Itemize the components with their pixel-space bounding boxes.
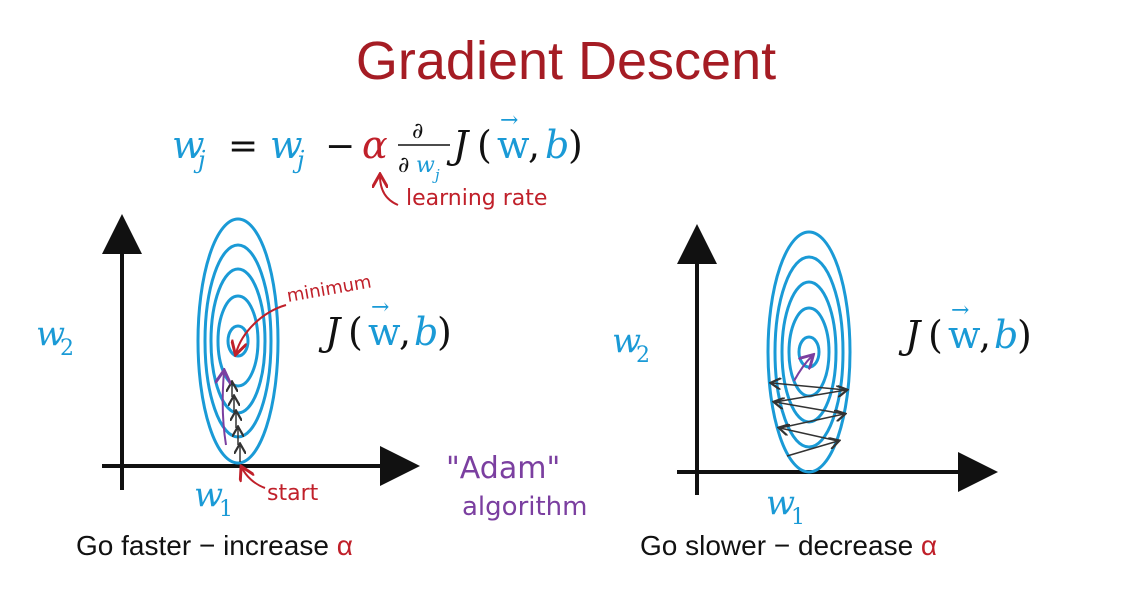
minimum-arrow — [236, 304, 287, 353]
formula-partial-den: ∂ — [398, 153, 409, 178]
start-arrow — [242, 468, 266, 489]
minimum-label: minimum — [285, 271, 373, 307]
svg-text:,: , — [979, 313, 991, 357]
formula-alpha: α — [362, 123, 388, 167]
left-y-label: w — [36, 314, 65, 354]
svg-text:): ) — [437, 310, 452, 354]
formula-den-w: w — [416, 153, 435, 178]
learning-rate-arrow — [380, 176, 399, 206]
learning-rate-label: learning rate — [406, 186, 547, 211]
svg-text:w: w — [948, 313, 981, 357]
right-x-label: w — [766, 483, 795, 523]
adam-label: "Adam" — [446, 451, 560, 486]
right-contours — [766, 230, 852, 474]
left-plot: minimum start w 2 w 1 J ( → w , b ) — [36, 214, 452, 522]
right-cost-label: J ( → w , b ) — [898, 298, 1032, 357]
formula-b: b — [545, 123, 569, 167]
right-y-label: w — [612, 321, 641, 361]
start-label: start — [267, 481, 319, 506]
right-caption-alpha: α — [920, 530, 938, 561]
right-adam-path — [793, 356, 812, 382]
svg-text:): ) — [1017, 313, 1032, 357]
left-steps — [232, 383, 240, 462]
formula-den-sub: j — [432, 166, 440, 184]
formula-equals: = — [228, 126, 258, 167]
left-x-sub: 1 — [219, 497, 233, 522]
left-x-label: w — [194, 475, 223, 515]
svg-text:w: w — [368, 310, 401, 354]
formula-close-paren: ) — [568, 123, 583, 167]
left-cost-label: J ( → w , b ) — [318, 295, 452, 354]
formula-minus: − — [325, 126, 355, 167]
svg-text:b: b — [994, 313, 1018, 357]
right-y-sub: 2 — [636, 343, 650, 368]
left-contours — [196, 217, 280, 465]
svg-text:J: J — [318, 310, 342, 354]
formula-lhs-w: w — [172, 123, 205, 167]
right-x-sub: 1 — [791, 505, 805, 530]
formula-comma: , — [528, 123, 540, 167]
slide-title: Gradient Descent — [355, 31, 777, 91]
svg-text:(: ( — [928, 313, 943, 357]
right-caption: Go slower − decrease α — [640, 530, 937, 562]
left-y-sub: 2 — [60, 336, 74, 361]
right-caption-text: Go slower − decrease — [640, 530, 921, 561]
svg-text:→: → — [371, 295, 389, 320]
formula-open-paren: ( — [477, 123, 492, 167]
formula-w-vec: w — [497, 123, 530, 167]
svg-text:b: b — [414, 310, 438, 354]
left-caption-alpha: α — [336, 530, 353, 561]
formula-rhs-w: w — [270, 123, 303, 167]
svg-text:,: , — [399, 310, 411, 354]
left-caption: Go faster − increase α — [76, 530, 353, 562]
update-formula: w j = w j − α ∂ ∂ w j J ( → w , b ) — [172, 108, 583, 184]
left-adam-path — [223, 372, 226, 446]
svg-text:J: J — [898, 313, 922, 357]
adam-algorithm-label: algorithm — [462, 492, 587, 522]
left-caption-text: Go faster − increase — [76, 530, 337, 561]
formula-vec-arrow: → — [500, 108, 518, 133]
right-plot: w 2 w 1 J ( → w , b ) — [612, 224, 1032, 530]
svg-text:(: ( — [348, 310, 363, 354]
formula-partial-num: ∂ — [412, 119, 423, 144]
svg-text:→: → — [951, 298, 969, 323]
right-oscillating-steps — [772, 383, 846, 457]
